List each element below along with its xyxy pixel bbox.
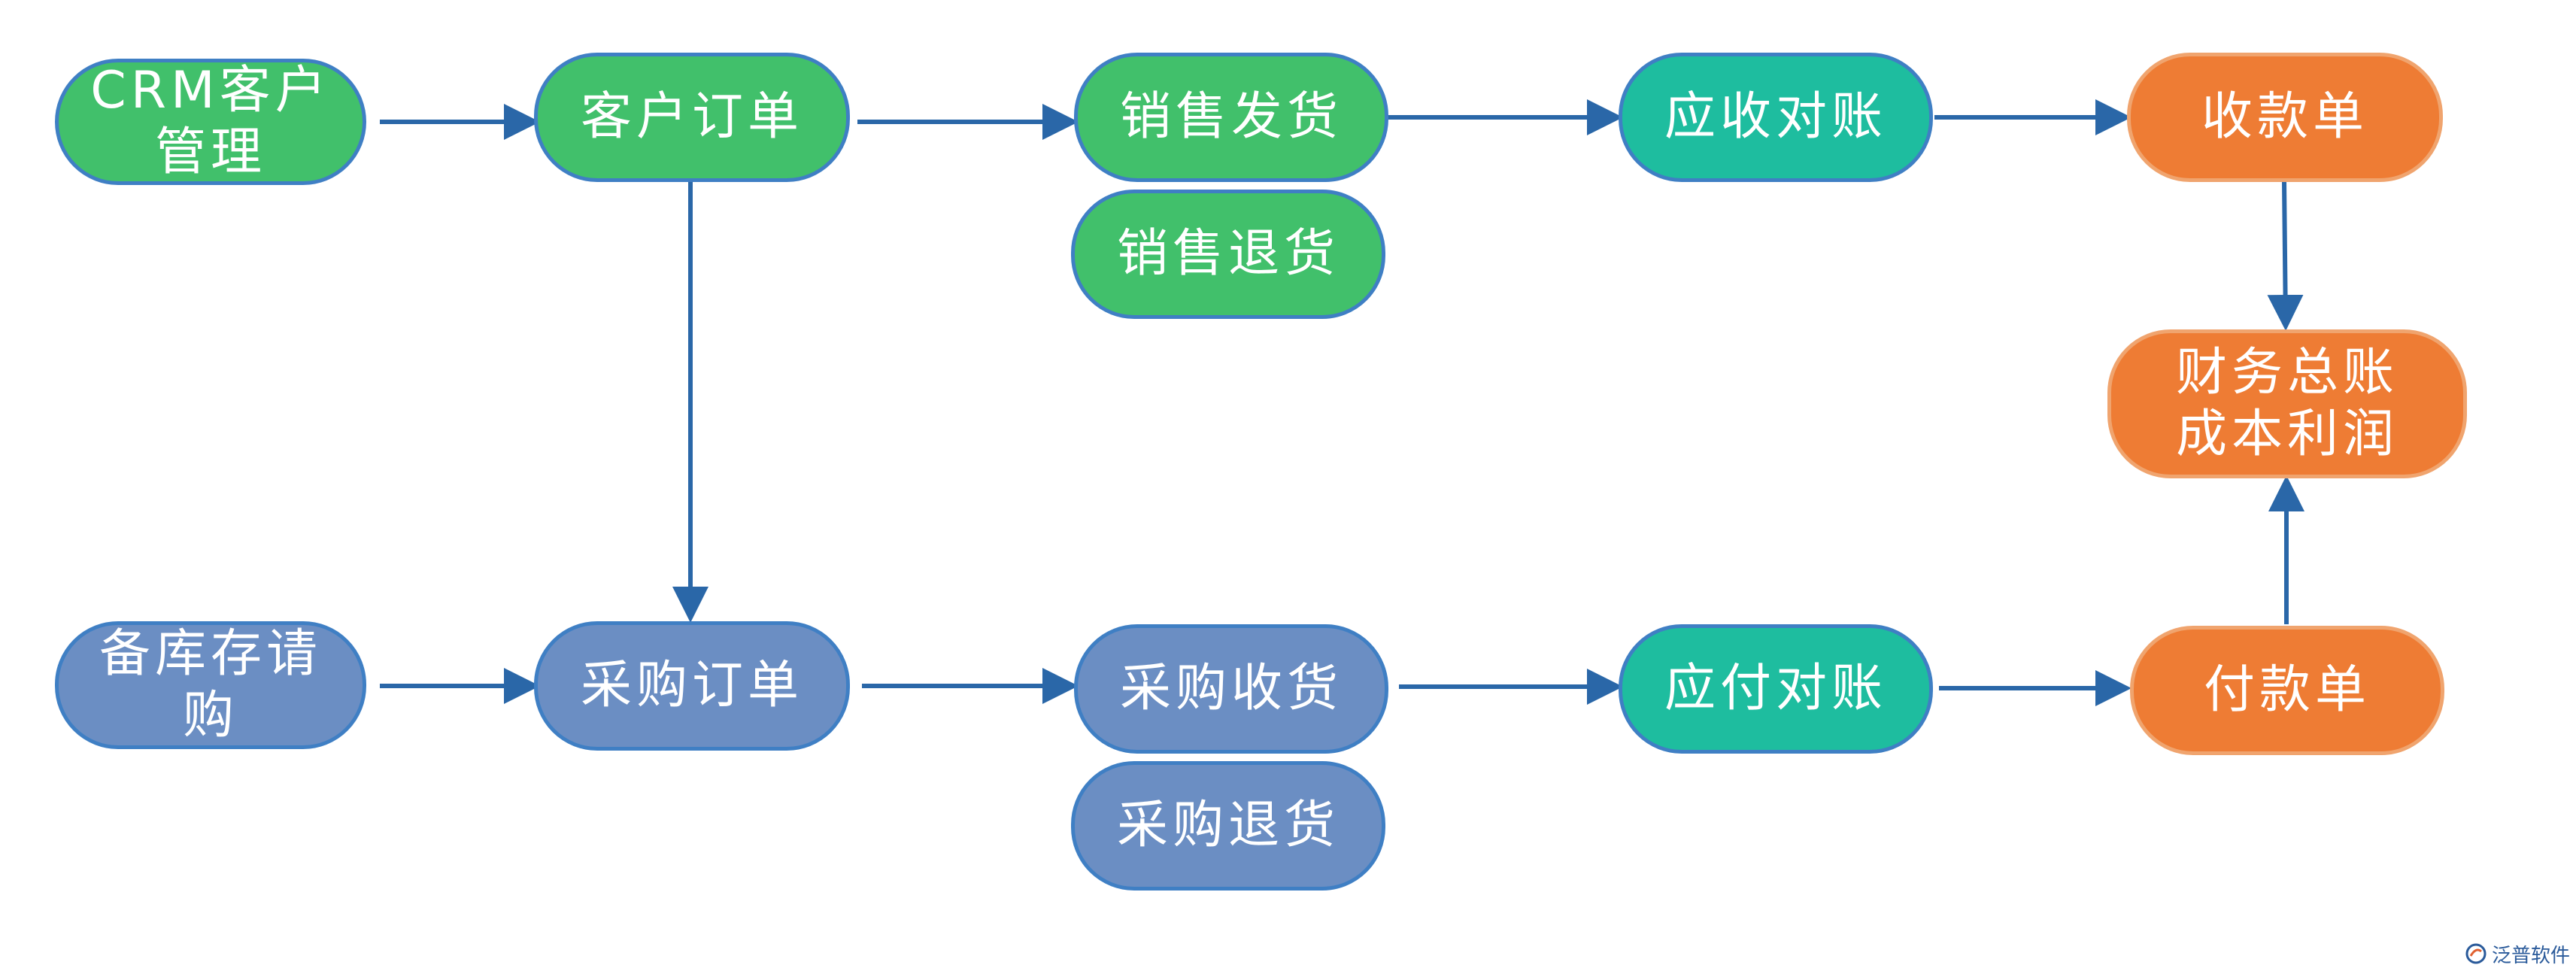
node-general-ledger: 财务总账 成本利润 <box>2107 329 2467 478</box>
brand-logo-icon <box>2465 943 2486 964</box>
node-purchase-return: 采购退货 <box>1071 761 1385 891</box>
node-stock-request-label: 备库存请 购 <box>99 624 322 745</box>
node-customer-order: 客户订单 <box>534 53 850 182</box>
node-crm-customer-management: CRM客户 管理 <box>55 59 366 185</box>
node-receipt-label: 收款单 <box>2201 87 2368 147</box>
node-crm-label: CRM客户 管理 <box>90 61 331 182</box>
brand-watermark: 泛普软件 <box>2465 935 2570 972</box>
node-purchase-order-label: 采购订单 <box>580 656 803 715</box>
node-receivable-label: 应收对账 <box>1664 87 1887 147</box>
arrow-receipt-to-ledger <box>2267 181 2304 331</box>
node-payment-label: 付款单 <box>2203 660 2371 720</box>
node-stock-purchase-request: 备库存请 购 <box>55 621 366 749</box>
node-receipt: 收款单 <box>2127 53 2443 182</box>
node-receivable-reconciliation: 应收对账 <box>1619 53 1933 182</box>
node-sales-return: 销售退货 <box>1071 190 1385 319</box>
node-purchase-return-label: 采购退货 <box>1116 796 1340 855</box>
node-payable-reconciliation: 应付对账 <box>1619 624 1933 754</box>
node-sales-return-label: 销售退货 <box>1116 224 1340 284</box>
node-purchase-receipt-label: 采购收货 <box>1119 659 1343 718</box>
node-purchase-order: 采购订单 <box>534 621 850 751</box>
node-sales-delivery: 销售发货 <box>1074 53 1388 182</box>
node-purchase-receipt: 采购收货 <box>1074 624 1388 754</box>
node-sales-delivery-label: 销售发货 <box>1119 87 1343 147</box>
node-customer-order-label: 客户订单 <box>580 87 803 147</box>
brand-name: 泛普软件 <box>2491 944 2570 967</box>
node-payment: 付款单 <box>2130 626 2444 755</box>
node-payable-label: 应付对账 <box>1664 659 1887 718</box>
node-ledger-label: 财务总账 成本利润 <box>2175 343 2399 464</box>
